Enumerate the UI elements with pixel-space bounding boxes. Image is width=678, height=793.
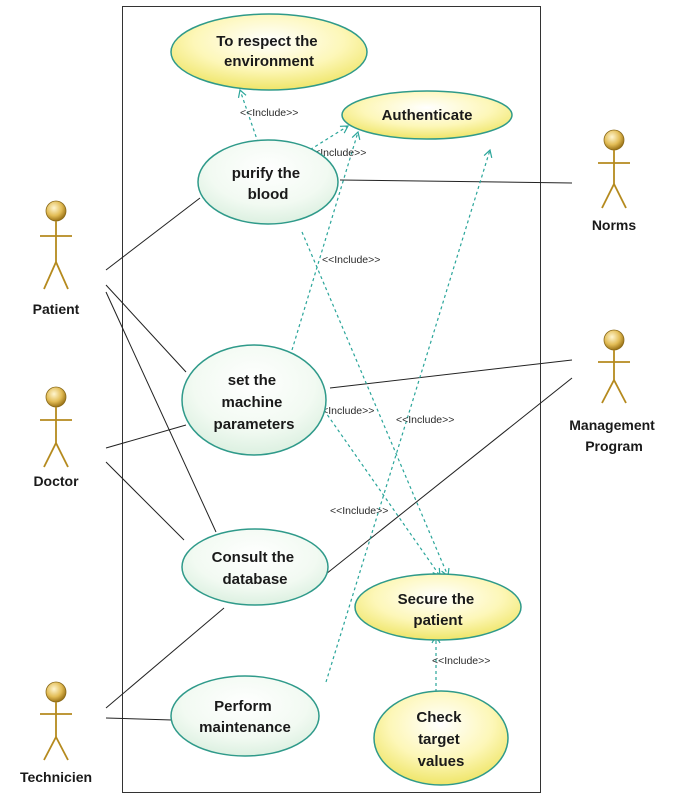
include-label: <<Include>>	[396, 414, 454, 426]
use-case-secure-patient[interactable]: Secure the patient	[354, 573, 522, 641]
use-case-label: To respect the environment	[216, 33, 322, 70]
assoc-doctor-set-params	[105, 424, 187, 449]
actor-management-program[interactable]: Management Program	[569, 329, 658, 454]
use-case-check-target-values[interactable]: Check target values	[373, 690, 509, 786]
use-case-respect-environment[interactable]: To respect the environment	[170, 13, 368, 91]
include-set-params-authenticate	[291, 130, 361, 351]
include-label: <<Include>>	[316, 405, 374, 417]
assoc-patient-set-params	[105, 284, 187, 373]
actor-figure-icon	[40, 200, 72, 290]
use-case-purify-blood[interactable]: purify the blood	[197, 139, 339, 225]
include-labels: <<Include>> <<Include>> <<Include>> <<In…	[240, 107, 490, 667]
use-case-label: Consult the database	[212, 549, 299, 588]
use-case-label: Check target values	[416, 709, 465, 770]
use-case-label: set the machine parameters	[214, 372, 295, 433]
associations	[105, 179, 573, 721]
include-lines	[237, 88, 493, 692]
use-case-set-machine-parameters[interactable]: set the machine parameters	[181, 344, 327, 456]
use-case-label: Perform maintenance	[199, 698, 291, 736]
include-purify-secure	[301, 231, 450, 578]
actor-figure-icon	[598, 329, 630, 404]
assoc-management-set-params	[329, 359, 573, 389]
actor-norms[interactable]: Norms	[592, 129, 637, 233]
assoc-management-consult	[325, 377, 573, 575]
use-case-label: Secure the patient	[398, 591, 479, 629]
actor-technicien[interactable]: Technicien	[20, 681, 92, 785]
include-maintenance-authenticate	[325, 148, 493, 683]
use-case-label: Authenticate	[382, 107, 473, 124]
use-case-label: purify the blood	[232, 165, 305, 203]
assoc-patient-consult	[105, 291, 217, 533]
actor-patient[interactable]: Patient	[33, 200, 80, 317]
actor-figure-icon	[40, 681, 72, 761]
assoc-patient-purify	[105, 197, 201, 271]
include-label: <<Include>>	[432, 655, 490, 667]
assoc-technicien-consult	[105, 607, 225, 709]
actor-doctor[interactable]: Doctor	[33, 386, 79, 489]
actor-label: Management Program	[569, 417, 658, 454]
assoc-norms-purify	[339, 179, 573, 184]
use-case-authenticate[interactable]: Authenticate	[341, 90, 513, 140]
actor-label: Doctor	[33, 473, 79, 489]
use-case-consult-database[interactable]: Consult the database	[181, 528, 329, 606]
actor-figure-icon	[598, 129, 630, 209]
include-label: <<Include>>	[330, 505, 388, 517]
include-label: <<Include>>	[240, 107, 298, 119]
actor-label: Technicien	[20, 769, 92, 785]
include-set-params-secure	[323, 409, 441, 577]
actor-label: Norms	[592, 217, 637, 233]
include-label: <<Include>>	[322, 254, 380, 266]
include-purify-respect	[237, 88, 263, 155]
actor-label: Patient	[33, 301, 80, 317]
assoc-technicien-maintenance	[105, 717, 173, 721]
actor-figure-icon	[40, 386, 72, 468]
assoc-doctor-consult	[105, 461, 185, 541]
use-case-perform-maintenance[interactable]: Perform maintenance	[170, 675, 320, 757]
